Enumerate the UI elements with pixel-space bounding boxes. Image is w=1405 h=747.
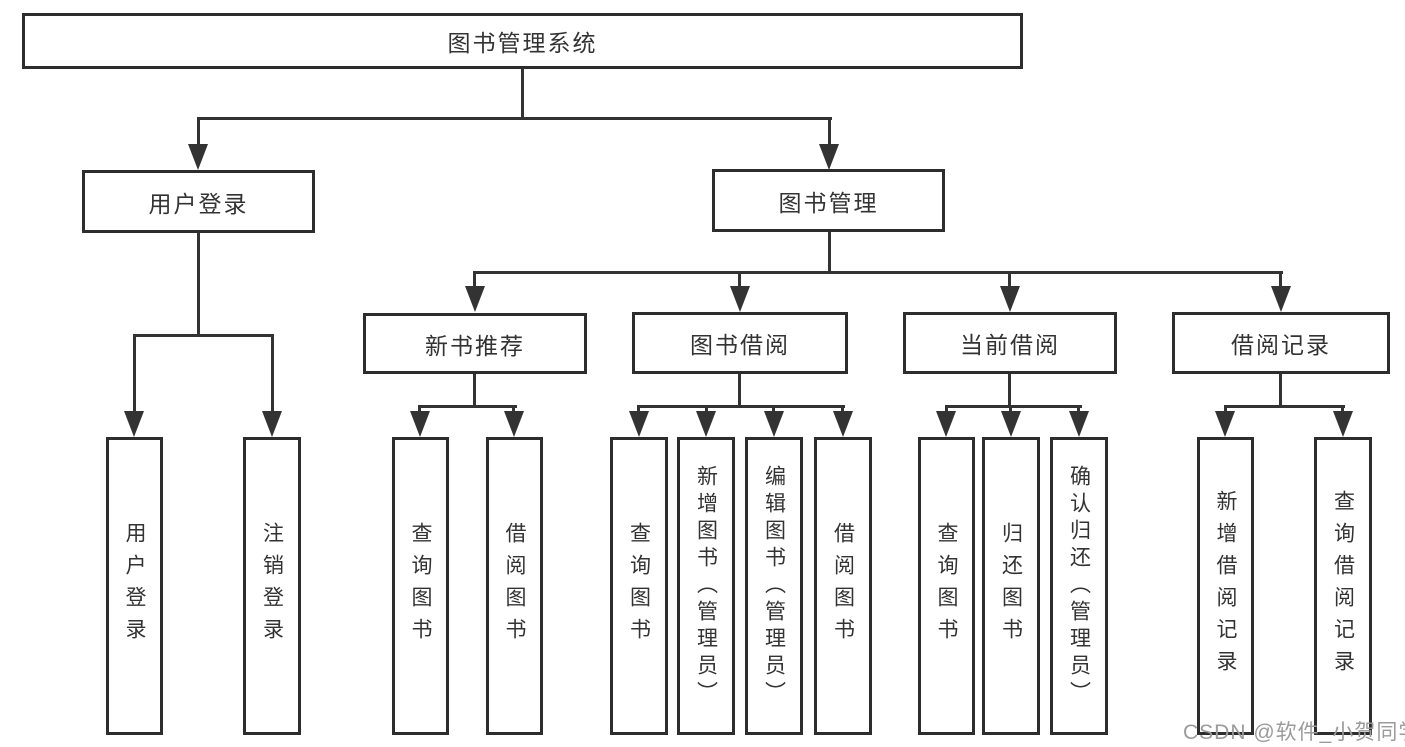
book-mgmt-drop-line xyxy=(828,120,831,144)
arrowhead-bb-leaf3 xyxy=(764,411,784,437)
arrowhead-to-current-borrow xyxy=(1000,286,1020,312)
leaf-query-book-nb: 查询图书 xyxy=(392,437,449,735)
leaf-confirm-return-admin-label: 确认归还（管理员） xyxy=(1067,464,1091,708)
node-borrow-record-label: 借阅记录 xyxy=(1231,332,1331,358)
leaf-logout-drop-line xyxy=(271,337,274,411)
node-book-borrow: 图书借阅 xyxy=(632,312,848,374)
leaf-logout-label: 注销登录 xyxy=(260,522,284,650)
borrow-record-stem-vline xyxy=(1279,374,1282,406)
leaf-borrow-book-nb-label: 借阅图书 xyxy=(503,522,526,650)
leaf-edit-book-admin: 编辑图书（管理员） xyxy=(745,437,803,735)
leaf-add-borrow-record: 新增借阅记录 xyxy=(1197,437,1254,735)
leaf-query-book-nb-label: 查询图书 xyxy=(409,522,432,650)
br-leaf1-drop xyxy=(1224,408,1227,411)
book-mgmt-branch-hline xyxy=(473,271,1283,274)
node-book-management: 图书管理 xyxy=(712,169,945,232)
root-stem-vline xyxy=(521,69,524,118)
leaf-borrow-book-nb: 借阅图书 xyxy=(486,437,543,735)
nb-leaf1-drop xyxy=(418,408,421,411)
br-leaf2-drop xyxy=(1341,408,1344,411)
current-borrow-stem-vline xyxy=(1008,374,1011,406)
bb-leaf3-drop xyxy=(772,408,775,411)
node-new-book-label: 新书推荐 xyxy=(425,332,525,359)
leaf-confirm-return-admin: 确认归还（管理员） xyxy=(1050,437,1108,735)
node-user-login: 用户登录 xyxy=(82,170,315,233)
leaf-query-borrow-record: 查询借阅记录 xyxy=(1314,437,1372,735)
node-borrow-record: 借阅记录 xyxy=(1172,312,1390,374)
current-borrow-drop-line xyxy=(1008,274,1011,286)
leaf-return-book-label: 归还图书 xyxy=(999,522,1023,650)
borrow-record-drop-line xyxy=(1279,274,1282,286)
new-book-branch-hline xyxy=(418,405,517,408)
user-login-branch-hline xyxy=(133,334,274,337)
cb-leaf3-drop xyxy=(1077,408,1080,411)
nb-leaf2-drop xyxy=(512,408,515,411)
cb-leaf2-drop xyxy=(1009,408,1012,411)
node-root: 图书管理系统 xyxy=(22,13,1023,69)
leaf-edit-book-admin-label: 编辑图书（管理员） xyxy=(762,464,786,708)
book-borrow-drop-line xyxy=(738,274,741,286)
bb-leaf4-drop xyxy=(841,408,844,411)
node-current-borrow: 当前借阅 xyxy=(903,312,1117,374)
arrowhead-nb-leaf1 xyxy=(410,411,430,437)
bb-leaf2-drop xyxy=(705,408,708,411)
cb-leaf1-drop xyxy=(945,408,948,411)
leaf-borrow-book-bb-label: 借阅图书 xyxy=(831,522,855,650)
arrowhead-to-borrow-record xyxy=(1271,286,1291,312)
leaf-user-login-label: 用户登录 xyxy=(123,522,146,650)
book-borrow-branch-hline xyxy=(637,405,845,408)
node-book-borrow-label: 图书借阅 xyxy=(690,332,790,358)
arrowhead-br-leaf1 xyxy=(1215,411,1235,437)
arrowhead-bb-leaf4 xyxy=(833,411,853,437)
leaf-logout: 注销登录 xyxy=(243,437,301,735)
current-borrow-branch-hline xyxy=(945,405,1082,408)
arrowhead-to-leaf-login xyxy=(124,411,144,437)
borrow-record-branch-hline xyxy=(1224,405,1345,408)
root-branch-hline xyxy=(197,117,832,120)
arrowhead-to-leaf-logout xyxy=(262,411,282,437)
user-login-drop-line xyxy=(197,120,200,144)
node-new-book-recommend: 新书推荐 xyxy=(363,313,587,374)
arrowhead-cb-leaf2 xyxy=(1001,411,1021,437)
leaf-return-book: 归还图书 xyxy=(982,437,1040,735)
arrowhead-nb-leaf2 xyxy=(504,411,524,437)
arrowhead-br-leaf2 xyxy=(1333,411,1353,437)
node-root-label: 图书管理系统 xyxy=(447,30,598,56)
leaf-add-book-admin-label: 新增图书（管理员） xyxy=(694,464,718,708)
new-book-stem-vline xyxy=(473,374,476,406)
leaf-add-book-admin: 新增图书（管理员） xyxy=(677,437,735,735)
book-mgmt-stem-vline xyxy=(828,232,831,272)
leaf-login-drop-line xyxy=(133,337,136,411)
leaf-query-book-cb-label: 查询图书 xyxy=(935,522,958,650)
arrowhead-bb-leaf2 xyxy=(696,411,716,437)
bb-leaf1-drop xyxy=(637,408,640,411)
csdn-watermark: CSDN @软件_小贺同学 xyxy=(1183,721,1405,744)
leaf-query-book-cb: 查询图书 xyxy=(918,437,975,735)
leaf-borrow-book-bb: 借阅图书 xyxy=(814,437,872,735)
node-current-borrow-label: 当前借阅 xyxy=(960,332,1060,358)
arrowhead-to-user-login xyxy=(188,144,208,170)
leaf-user-login: 用户登录 xyxy=(106,437,163,735)
arrowhead-to-book-mgmt xyxy=(819,144,839,170)
arrowhead-bb-leaf1 xyxy=(629,411,649,437)
arrowhead-cb-leaf1 xyxy=(936,411,956,437)
new-book-drop-line xyxy=(473,274,476,286)
leaf-query-book-bb-label: 查询图书 xyxy=(627,522,651,650)
node-user-login-label: 用户登录 xyxy=(148,190,249,217)
arrowhead-to-book-borrow xyxy=(730,286,750,312)
leaf-add-borrow-record-label: 新增借阅记录 xyxy=(1214,490,1237,682)
book-borrow-stem-vline xyxy=(738,374,741,406)
leaf-query-borrow-record-label: 查询借阅记录 xyxy=(1331,490,1355,682)
arrowhead-cb-leaf3 xyxy=(1069,411,1089,437)
user-login-stem-vline xyxy=(197,233,200,335)
arrowhead-to-new-book xyxy=(465,286,485,312)
node-book-management-label: 图书管理 xyxy=(778,189,879,216)
leaf-query-book-bb: 查询图书 xyxy=(610,437,668,735)
